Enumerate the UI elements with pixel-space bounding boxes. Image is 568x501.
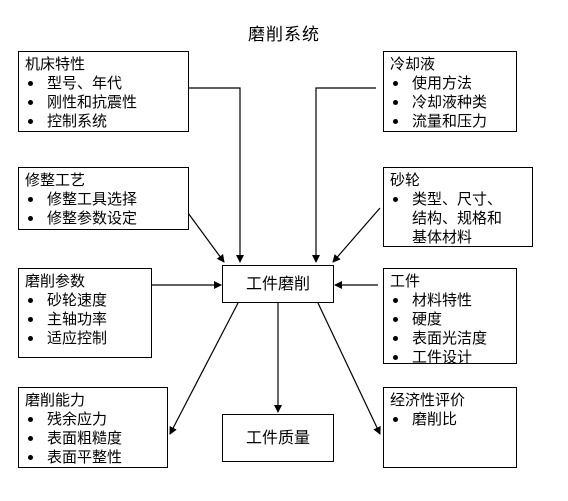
box-heading: 经济性评价 — [390, 391, 466, 409]
box-heading: 磨削能力 — [25, 391, 86, 409]
list-item: 冷却液种类 — [390, 93, 510, 112]
list-item: 控制系统 — [25, 112, 182, 131]
list-item: 砂轮速度 — [25, 291, 145, 310]
list-item-continued: 基体材料 — [412, 228, 473, 246]
box-grinding-wheel: 砂轮 类型、尺寸、 结构、规格和 基体材料 — [383, 167, 533, 247]
list-item: 主轴功率 — [25, 310, 145, 329]
list-item: 表面平整性 — [25, 448, 161, 467]
arrow-machine — [188, 87, 244, 263]
list-item: 材料特性 — [390, 291, 510, 310]
node-workpiece-quality: 工件质量 — [222, 414, 334, 462]
list-item: 类型、尺寸、 — [390, 190, 526, 209]
box-workpiece: 工件 材料特性 硬度 表面光洁度 工件设计 — [383, 268, 517, 367]
list-item: 残余应力 — [25, 410, 161, 429]
box-economic-evaluation: 经济性评价 磨削比 — [383, 387, 517, 468]
box-grinding-capability: 磨削能力 残余应力 表面粗糙度 表面平整性 — [18, 387, 168, 468]
list-item: 工件设计 — [390, 348, 510, 367]
list-item: 修整参数设定 — [25, 209, 182, 228]
box-heading: 工件 — [390, 272, 421, 290]
box-heading: 磨削参数 — [25, 272, 86, 290]
list-item: 硬度 — [390, 310, 510, 329]
node-workpiece-grinding: 工件磨削 — [222, 265, 334, 303]
box-grinding-parameters: 磨削参数 砂轮速度 主轴功率 适应控制 — [18, 268, 152, 358]
diagram-title: 磨削系统 — [248, 25, 320, 45]
arrow-wheel — [332, 207, 381, 263]
list-item: 表面粗糙度 — [25, 429, 161, 448]
box-heading: 修整工艺 — [25, 171, 86, 189]
list-item: 磨削比 — [390, 410, 510, 429]
box-heading: 冷却液 — [390, 55, 436, 73]
list-item: 流量和压力 — [390, 112, 510, 131]
box-dressing-process: 修整工艺 修整工具选择 修整参数设定 — [18, 167, 189, 230]
box-heading: 砂轮 — [390, 171, 421, 189]
box-heading: 机床特性 — [25, 55, 86, 73]
list-item: 使用方法 — [390, 74, 510, 93]
list-item: 修整工具选择 — [25, 190, 182, 209]
list-item: 刚性和抗震性 — [25, 93, 182, 112]
list-item: 表面光洁度 — [390, 329, 510, 348]
arrow-coolant — [312, 87, 376, 263]
list-item-continued: 结构、规格和 — [412, 209, 503, 227]
box-machine-characteristics: 机床特性 型号、年代 刚性和抗震性 控制系统 — [18, 51, 189, 132]
arrow-ability — [169, 302, 239, 435]
box-coolant: 冷却液 使用方法 冷却液种类 流量和压力 — [383, 51, 517, 132]
list-item: 适应控制 — [25, 329, 145, 348]
arrow-economy — [317, 302, 381, 435]
list-item: 型号、年代 — [25, 74, 182, 93]
